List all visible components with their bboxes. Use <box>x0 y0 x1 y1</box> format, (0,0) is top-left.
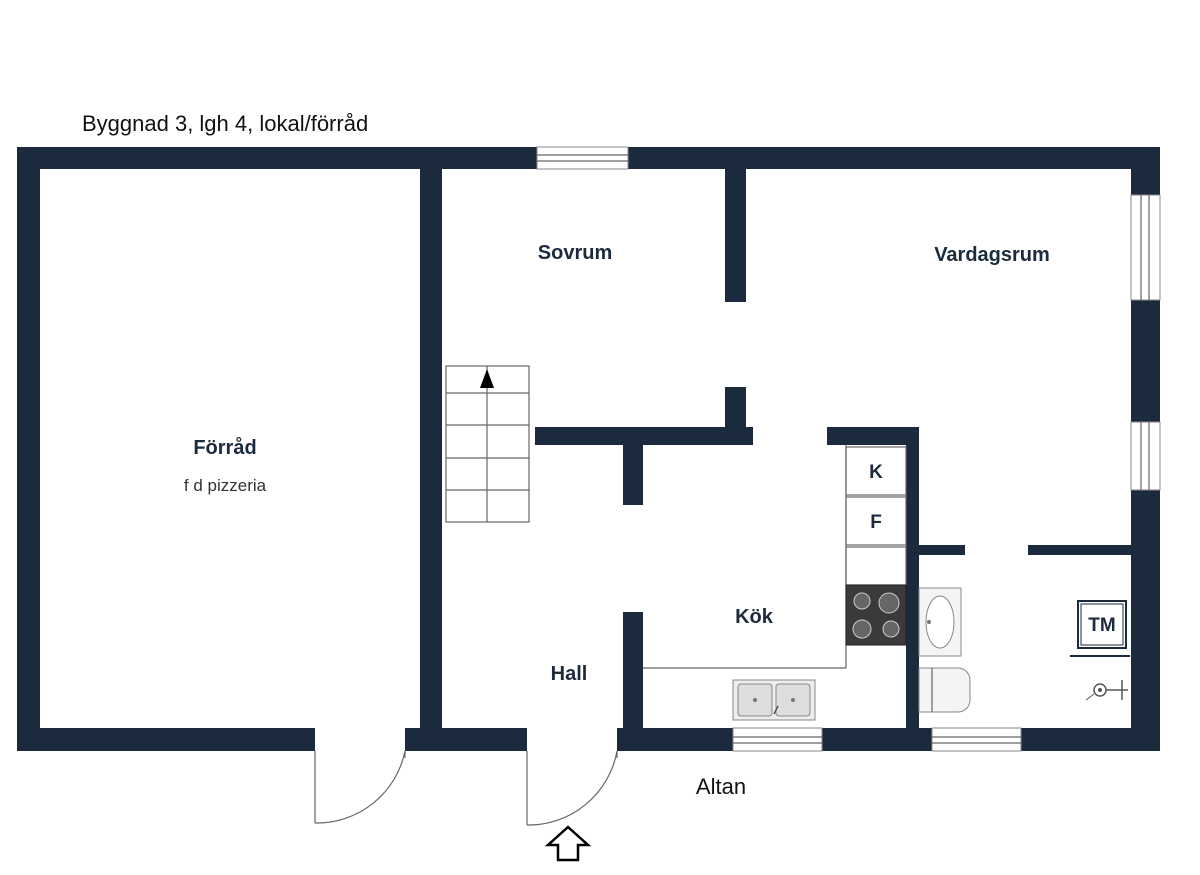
freezer: F <box>845 496 907 546</box>
bathroom-sink-icon <box>918 587 962 657</box>
shower-icon <box>1085 680 1128 701</box>
plan-title: Byggnad 3, lgh 4, lokal/förråd <box>82 111 368 136</box>
room-label-hall: Hall <box>551 663 588 685</box>
sink-icon <box>732 679 816 721</box>
stair-up-arrow-icon <box>480 369 494 388</box>
window-right-lower <box>1130 421 1161 491</box>
window-bottom-bath <box>931 727 1022 752</box>
staircase <box>445 365 530 523</box>
room-label-kok: Kök <box>735 606 774 628</box>
stove-icon <box>845 584 907 646</box>
room-label-vardagsrum: Vardagsrum <box>934 244 1050 266</box>
door-entrance <box>526 750 618 826</box>
washer-label: TM <box>1088 615 1115 636</box>
room-note-forrad: f d pizzeria <box>184 476 267 495</box>
entrance-arrow-icon <box>544 825 592 862</box>
fridge-label: K <box>869 462 883 483</box>
window-bottom-kitchen <box>732 727 823 752</box>
toilet-icon <box>918 667 971 713</box>
counter-segment <box>845 546 907 586</box>
window-top <box>536 146 629 170</box>
outside-label-altan: Altan <box>696 774 746 799</box>
door-forrad <box>314 750 406 824</box>
kitchen-counter <box>643 445 847 669</box>
washing-machine: TM <box>1077 600 1127 649</box>
walls <box>17 147 1160 751</box>
freezer-label: F <box>870 512 882 533</box>
room-label-forrad: Förråd <box>193 436 256 459</box>
room-label-sovrum: Sovrum <box>538 242 612 264</box>
windows <box>536 146 1161 752</box>
window-right-upper <box>1130 194 1161 301</box>
fridge: K <box>845 446 907 496</box>
